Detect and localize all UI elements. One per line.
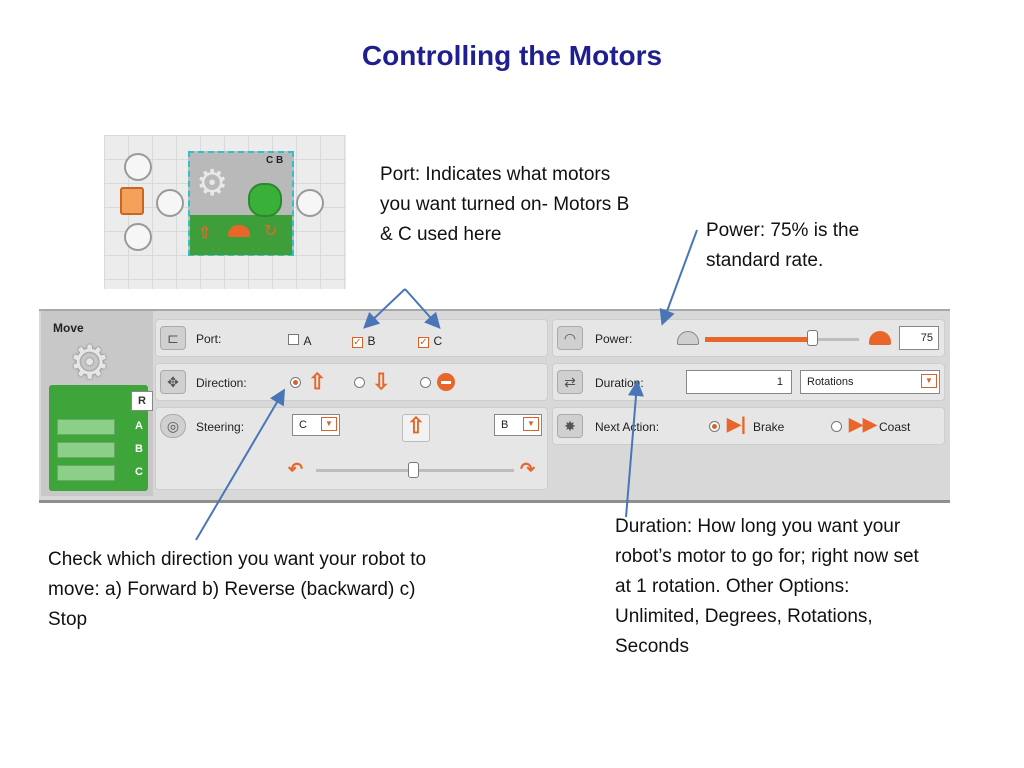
reverse-arrow-icon: ⇩ <box>372 369 391 394</box>
power-slider-handle[interactable] <box>807 330 818 346</box>
reset-label: R <box>131 391 153 411</box>
move-block[interactable]: C B ⚙ ⇧ ↻ <box>188 151 294 256</box>
chevron-down-icon: ▼ <box>921 374 937 388</box>
coast-radio[interactable] <box>831 421 842 432</box>
port-b-callout <box>363 288 406 329</box>
chevron-down-icon: ▼ <box>523 417 539 431</box>
port-b-indicator <box>57 442 115 458</box>
ports-status-box: R A B C <box>49 385 153 491</box>
power-row: ◠ Power: 75 <box>552 319 945 357</box>
block-name: Move <box>53 321 84 335</box>
steering-forward-icon: ⇧ <box>402 414 430 442</box>
sequence-plug-top <box>124 153 152 181</box>
power-note: Power: 75% is the standard rate. <box>706 220 860 271</box>
stop-icon <box>437 373 455 391</box>
start-icon <box>120 187 144 215</box>
duration-icon: ⇄ <box>557 370 583 394</box>
duration-row: ⇄ Duration: 1 Rotations ▼ <box>552 363 945 401</box>
motor-indicator-icon <box>248 183 282 217</box>
duration-value-input[interactable]: 1 <box>686 370 792 394</box>
duration-callout <box>625 380 644 518</box>
brake-label: Brake <box>753 420 785 434</box>
port-c-letter: C <box>135 466 143 478</box>
port-c-indicator <box>57 465 115 481</box>
power-value-input[interactable]: 75 <box>899 326 939 350</box>
port-a-letter: A <box>135 420 143 432</box>
port-a-checkbox[interactable]: A <box>288 332 311 350</box>
direction-arrow-icon: ⇧ <box>198 225 212 242</box>
duration-unit-select[interactable]: Rotations ▼ <box>800 370 940 394</box>
direction-stop-radio[interactable] <box>420 377 431 388</box>
power-high-icon <box>869 331 891 345</box>
next-action-row: ✸ Next Action: ▶| Brake ▶▶ Coast <box>552 407 945 445</box>
power-slider-fill <box>705 337 809 342</box>
power-icon <box>228 225 250 237</box>
power-low-icon <box>677 331 699 345</box>
direction-row: ✥ Direction: ⇧ ⇩ <box>155 363 548 401</box>
port-a-indicator <box>57 419 115 435</box>
compass-icon: ✥ <box>160 370 186 394</box>
duration-icon: ↻ <box>264 223 278 240</box>
coast-icon: ▶▶ <box>849 414 877 434</box>
port-c-checkbox[interactable]: C <box>418 332 442 350</box>
direction-callout <box>195 388 286 541</box>
sequence-plug-right <box>296 189 324 217</box>
steering-wheel-icon: ◎ <box>160 414 186 438</box>
direction-label: Direction: <box>196 376 247 390</box>
port-b-letter: B <box>135 443 143 455</box>
brake-icon: ▶| <box>727 414 746 434</box>
block-info-column: Move ⚙ R A B C <box>41 311 153 496</box>
gears-icon: ⚙ <box>69 336 111 388</box>
port-b-checkbox[interactable]: B <box>352 332 375 350</box>
chevron-down-icon: ▼ <box>321 417 337 431</box>
move-block-thumbnail: C B ⚙ ⇧ ↻ <box>104 135 346 289</box>
coast-label: Coast <box>879 420 911 434</box>
sequence-plug-bottom <box>124 223 152 251</box>
port-icon: ⊏ <box>160 326 186 350</box>
steer-left-icon: ↶ <box>288 459 304 479</box>
move-config-panel: Move ⚙ R A B C ⊏ Port: A B C ✥ Direction… <box>39 309 950 503</box>
sequence-plug-left <box>156 189 184 217</box>
next-action-label: Next Action: <box>595 420 660 434</box>
direction-reverse-radio[interactable] <box>354 377 365 388</box>
direction-note: Check which direction you want your robo… <box>48 549 427 630</box>
block-ports-label: C B <box>266 155 284 166</box>
port-c-callout <box>404 288 441 329</box>
forward-arrow-icon: ⇧ <box>308 369 327 394</box>
port-note: Port: Indicates what motors you want tur… <box>380 164 630 245</box>
power-label: Power: <box>595 332 633 346</box>
speedometer-icon: ◠ <box>557 326 583 350</box>
steering-slider-handle[interactable] <box>408 462 419 478</box>
port-row: ⊏ Port: A B C <box>155 319 548 357</box>
steering-label: Steering: <box>196 420 245 434</box>
direction-forward-radio[interactable] <box>290 377 301 388</box>
power-callout <box>659 229 698 326</box>
gears-icon: ⚙ <box>196 162 229 203</box>
left-motor-select[interactable]: C ▼ <box>292 414 340 436</box>
next-action-icon: ✸ <box>557 414 583 438</box>
port-label: Port: <box>196 332 222 346</box>
right-motor-select[interactable]: B ▼ <box>494 414 542 436</box>
brake-radio[interactable] <box>709 421 720 432</box>
steer-right-icon: ↷ <box>520 459 536 479</box>
slide-title: Controlling the Motors <box>361 40 663 71</box>
steering-row: ◎ Steering: C ▼ ⇧ B ▼ ↶ ↷ <box>155 407 548 490</box>
duration-note: Duration: How long you want your robot’s… <box>615 516 919 657</box>
